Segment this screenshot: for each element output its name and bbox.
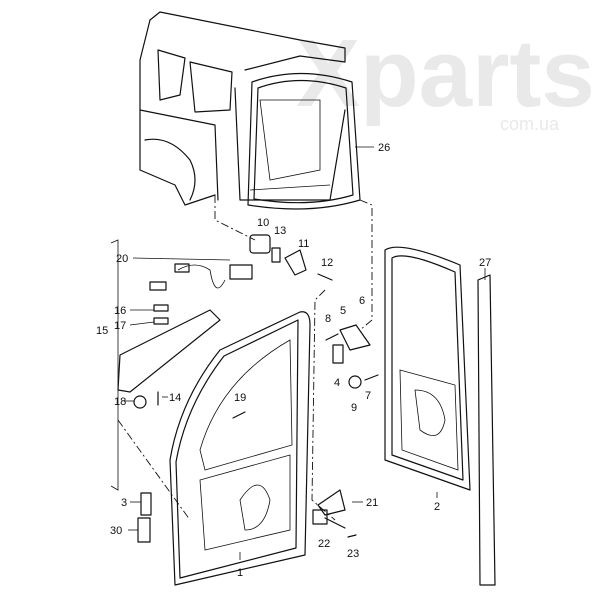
callout-3: 3 xyxy=(121,497,127,509)
callout-7: 7 xyxy=(365,390,371,402)
callout-17: 17 xyxy=(114,320,126,332)
callout-30: 30 xyxy=(110,525,122,537)
callout-12: 12 xyxy=(321,257,333,269)
callout-5: 5 xyxy=(340,305,346,317)
callout-6: 6 xyxy=(359,295,365,307)
right-rear-door xyxy=(384,246,496,586)
callout-23: 23 xyxy=(347,548,359,560)
watermark-brand: Xparts xyxy=(296,20,595,127)
callout-22: 22 xyxy=(318,538,330,550)
callout-1: 1 xyxy=(237,567,243,579)
callout-18: 18 xyxy=(114,396,126,408)
callout-4: 4 xyxy=(334,377,340,389)
callout-26: 26 xyxy=(378,142,390,154)
callout-21: 21 xyxy=(366,497,378,509)
vehicle-body xyxy=(139,11,346,206)
callout-15: 15 xyxy=(96,325,108,337)
callout-2: 2 xyxy=(434,501,440,513)
callout-8: 8 xyxy=(325,313,331,325)
watermark-suffix: com.ua xyxy=(500,114,560,134)
callout-16: 16 xyxy=(114,305,126,317)
callout-leaders xyxy=(110,146,486,560)
callout-19: 19 xyxy=(234,392,246,404)
callout-13: 13 xyxy=(274,225,286,237)
callout-20: 20 xyxy=(116,253,128,265)
callout-10: 10 xyxy=(257,217,269,229)
left-rear-door xyxy=(169,311,311,586)
callout-14: 14 xyxy=(169,392,181,404)
watermark: Xparts com.ua xyxy=(296,20,595,134)
callout-9: 9 xyxy=(351,402,357,414)
callout-11: 11 xyxy=(298,238,309,250)
callouts: 26 10 13 11 12 20 16 17 15 5 6 8 4 9 7 1… xyxy=(96,142,491,579)
assembly-lines xyxy=(117,195,373,521)
callout-27: 27 xyxy=(479,257,491,269)
